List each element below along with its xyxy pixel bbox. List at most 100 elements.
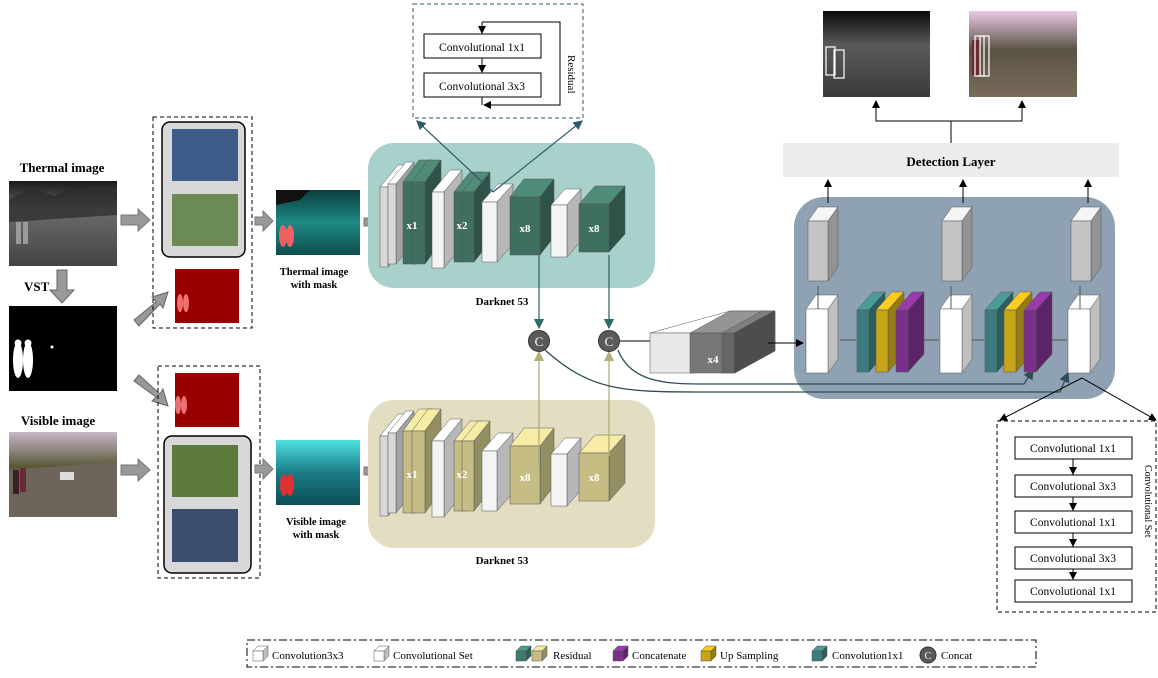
- visible-image: [9, 432, 117, 517]
- convset-callout-left: [999, 377, 1083, 421]
- neck-conv-set-1: [805, 294, 839, 374]
- convset-layer-label: Convolutional 1x1: [1030, 443, 1116, 455]
- thermal-image: [9, 181, 117, 266]
- convset-layer-label: Convolutional 3x3: [1030, 553, 1116, 565]
- neck-grey-block-b: [721, 310, 775, 374]
- detection-output-branch: [872, 100, 952, 143]
- legend-label: Residual: [553, 650, 592, 662]
- thermal-mask-figure: [177, 294, 189, 312]
- arrow-to-visible-mask-image: [254, 457, 274, 481]
- arrow-mask-to-thermal-stack: [133, 291, 169, 327]
- neck-x4-label: x4: [708, 354, 720, 366]
- convset-layer-label: Convolutional 1x1: [1030, 517, 1116, 529]
- visible-darknet-label: Darknet 53: [476, 555, 529, 567]
- convset-layer-box: [1014, 579, 1133, 603]
- residual-title: Residual: [565, 55, 577, 94]
- legend-icon-concat-symbol: C: [925, 651, 932, 662]
- legend-icon-residual-visible: [531, 645, 548, 662]
- legend-label: Convolution3x3: [272, 650, 344, 662]
- thermal-stage-label: x1: [407, 220, 418, 232]
- residual-callout-left: [416, 120, 494, 193]
- vst-arrow: [48, 269, 76, 304]
- visible-masked-image: [276, 440, 360, 505]
- legend-icon-residual-thermal: [515, 645, 532, 662]
- thermal-stage4: [578, 185, 626, 253]
- thermal-darknet-label: Darknet 53: [476, 296, 529, 308]
- thermal-image-label: Thermal image: [20, 160, 105, 175]
- visible-stage-label: x8: [520, 472, 532, 484]
- vst-mask-image: [9, 306, 117, 391]
- concat2-skip-to-neck: [617, 349, 1034, 385]
- visible-stage4: [578, 434, 626, 502]
- arrow-thermal-to-stack: [120, 207, 151, 233]
- thermal-augment-group: [152, 116, 253, 329]
- legend-icon-1: [373, 645, 390, 662]
- neck-output-conv-2: [941, 206, 973, 282]
- legend-label: Up Sampling: [720, 650, 779, 662]
- visible-output-image: [969, 11, 1077, 97]
- legend-label: Concatenate: [632, 650, 686, 662]
- legend: Convolution3x3 Convolutional Set Residual C…: [252, 645, 972, 664]
- neck-conv-set-2: [939, 294, 973, 374]
- visible-augment-group: [157, 365, 261, 579]
- arrow-mask-to-visible-stack: [133, 374, 169, 407]
- convset-detail-box: [996, 420, 1157, 613]
- convset-title: Convolutional Set: [1142, 465, 1153, 538]
- thermal-conv3x3-2: [481, 183, 514, 263]
- residual-skip-line: [482, 21, 561, 109]
- neck-output-conv-3: [1070, 206, 1102, 282]
- neck-layers: [805, 206, 1102, 374]
- concat1-skip-to-neck: [544, 349, 1070, 393]
- neck-concatenate-1: [895, 291, 925, 373]
- concat-node-1-label: C: [535, 334, 544, 349]
- visible-mask-figure: [175, 396, 187, 414]
- arrow-visible-to-stack: [120, 457, 151, 483]
- neck-output-conv-1: [807, 206, 839, 282]
- arrow-to-thermal-mask-image: [254, 209, 274, 233]
- visible-conv3x3-2: [481, 432, 514, 512]
- detection-layer-label: Detection Layer: [906, 154, 995, 169]
- thermal-mask-caption-1: Thermal image: [280, 267, 349, 278]
- residual-callout-right: [492, 120, 583, 193]
- thermal-conv3x3-3: [550, 188, 582, 258]
- concat-node-2: [598, 330, 620, 352]
- legend-label: Convolution1x1: [832, 650, 904, 662]
- visible-image-label: Visible image: [21, 413, 95, 428]
- visible-stage3: [509, 427, 555, 505]
- legend-icon-concat: [919, 646, 937, 664]
- thermal-mask-caption-2: with mask: [291, 280, 338, 291]
- thermal-stage-label: x8: [589, 223, 601, 235]
- convset-callout-right: [1081, 377, 1157, 421]
- legend-icon-3: [612, 645, 629, 662]
- thermal-stage-label: x8: [520, 223, 532, 235]
- thermal-masked-image: [276, 190, 360, 255]
- thermal-stage-label: x2: [457, 220, 469, 232]
- thermal-darknet-blocks: x1 x2 x8 x8: [379, 159, 626, 269]
- legend-icon-5: [811, 645, 828, 662]
- visible-stage-label: x2: [457, 469, 469, 481]
- visible-augment-green: [172, 445, 238, 497]
- thermal-augment-green: [172, 194, 238, 246]
- legend-box: [246, 639, 1037, 668]
- residual-conv1x1-label: Convolutional 1x1: [439, 42, 525, 54]
- visible-augment-blue: [172, 509, 238, 562]
- concat-node-2-label: C: [605, 334, 614, 349]
- concat-node-1: [528, 330, 550, 352]
- visible-stage-label: x8: [589, 472, 601, 484]
- residual-conv3x3-label: Convolutional 3x3: [439, 81, 525, 93]
- thermal-augment-blue: [172, 129, 238, 181]
- convset-layer-label: Convolutional 1x1: [1030, 586, 1116, 598]
- thermal-stage3: [509, 178, 555, 256]
- neck-concatenate-2: [1023, 291, 1053, 373]
- visible-conv3x3-3: [550, 437, 582, 507]
- visible-mask-caption-1: Visible image: [286, 517, 346, 528]
- detection-output-branch-2: [951, 100, 1026, 122]
- legend-label: Convolutional Set: [393, 650, 473, 662]
- neck-x4-block: x4: [649, 310, 776, 374]
- legend-icon-4: [700, 645, 717, 662]
- legend-icon-0: [252, 645, 269, 662]
